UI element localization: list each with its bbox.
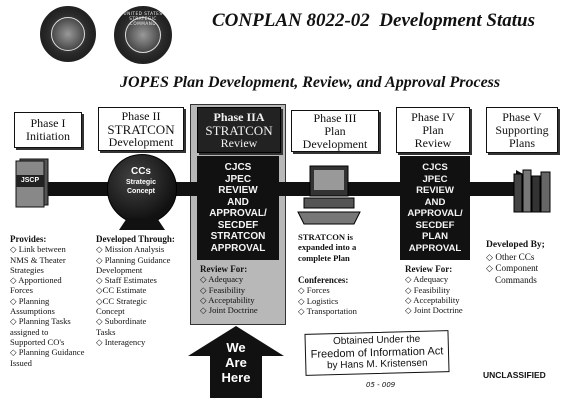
we-are-here-label: We Are Here	[221, 340, 251, 385]
we-are-here-arrow	[188, 326, 284, 398]
conferences-list: Conferences: ◇ Forces ◇ Logistics ◇ Tran…	[298, 275, 357, 316]
cc-concept-label: CCs Strategic Concept	[126, 166, 156, 195]
foia-stamp: Obtained Under the Freedom of Informatio…	[304, 330, 450, 376]
developed-through-list: Developed Through: ◇ Mission Analysis ◇ …	[96, 234, 175, 347]
developed-by-list: Developed By; ◇ Other CCs ◇ Component Co…	[486, 240, 545, 285]
jscp-label: JSCP	[20, 177, 40, 184]
computer-icon	[297, 165, 361, 225]
phase-2a-box: Phase IIA STRATCON Review	[197, 107, 281, 153]
phase-4-review-box: CJCS JPEC REVIEW AND APPROVAL/ SECDEF PL…	[400, 156, 470, 260]
stratcom-seal: UNITED STATES STRATEGIC COMMAND	[114, 6, 172, 64]
books-stack-icon	[513, 169, 551, 213]
phase-2-box: Phase II STRATCON Development	[98, 107, 184, 151]
classification-label: UNCLASSIFIED	[483, 370, 546, 380]
page-title: CONPLAN 8022-02 Development Status	[212, 10, 535, 31]
review-for-iv-list: Review For: ◇ Adequacy ◇ Feasibility ◇ A…	[405, 264, 463, 316]
phase-5-box: Phase V Supporting Plans	[486, 107, 558, 153]
jscp-book-icon	[15, 158, 49, 208]
phase-4-box: Phase IV Plan Review	[396, 107, 470, 153]
phase-2a-review-box: CJCS JPEC REVIEW AND APPROVAL/ SECDEF ST…	[197, 156, 279, 260]
review-for-iia-list: Review For: ◇ Adequacy ◇ Feasibility ◇ A…	[200, 264, 258, 316]
cc-concept-globe	[107, 154, 177, 224]
stratcon-expanded-text: STRATCON is expanded into a complete Pla…	[298, 232, 357, 263]
foia-number: 05 - 009	[366, 381, 396, 389]
provides-list: Provides: ◇ Link between NMS & Theater S…	[10, 234, 85, 368]
process-arrow	[28, 170, 550, 208]
globe-stand-icon	[119, 218, 165, 230]
jcs-seal	[40, 6, 96, 62]
phase-1-box: Phase I Initiation	[14, 112, 82, 148]
phase-3-box: Phase III Plan Development	[291, 110, 379, 152]
page-subtitle: JOPES Plan Development, Review, and Appr…	[120, 74, 501, 91]
